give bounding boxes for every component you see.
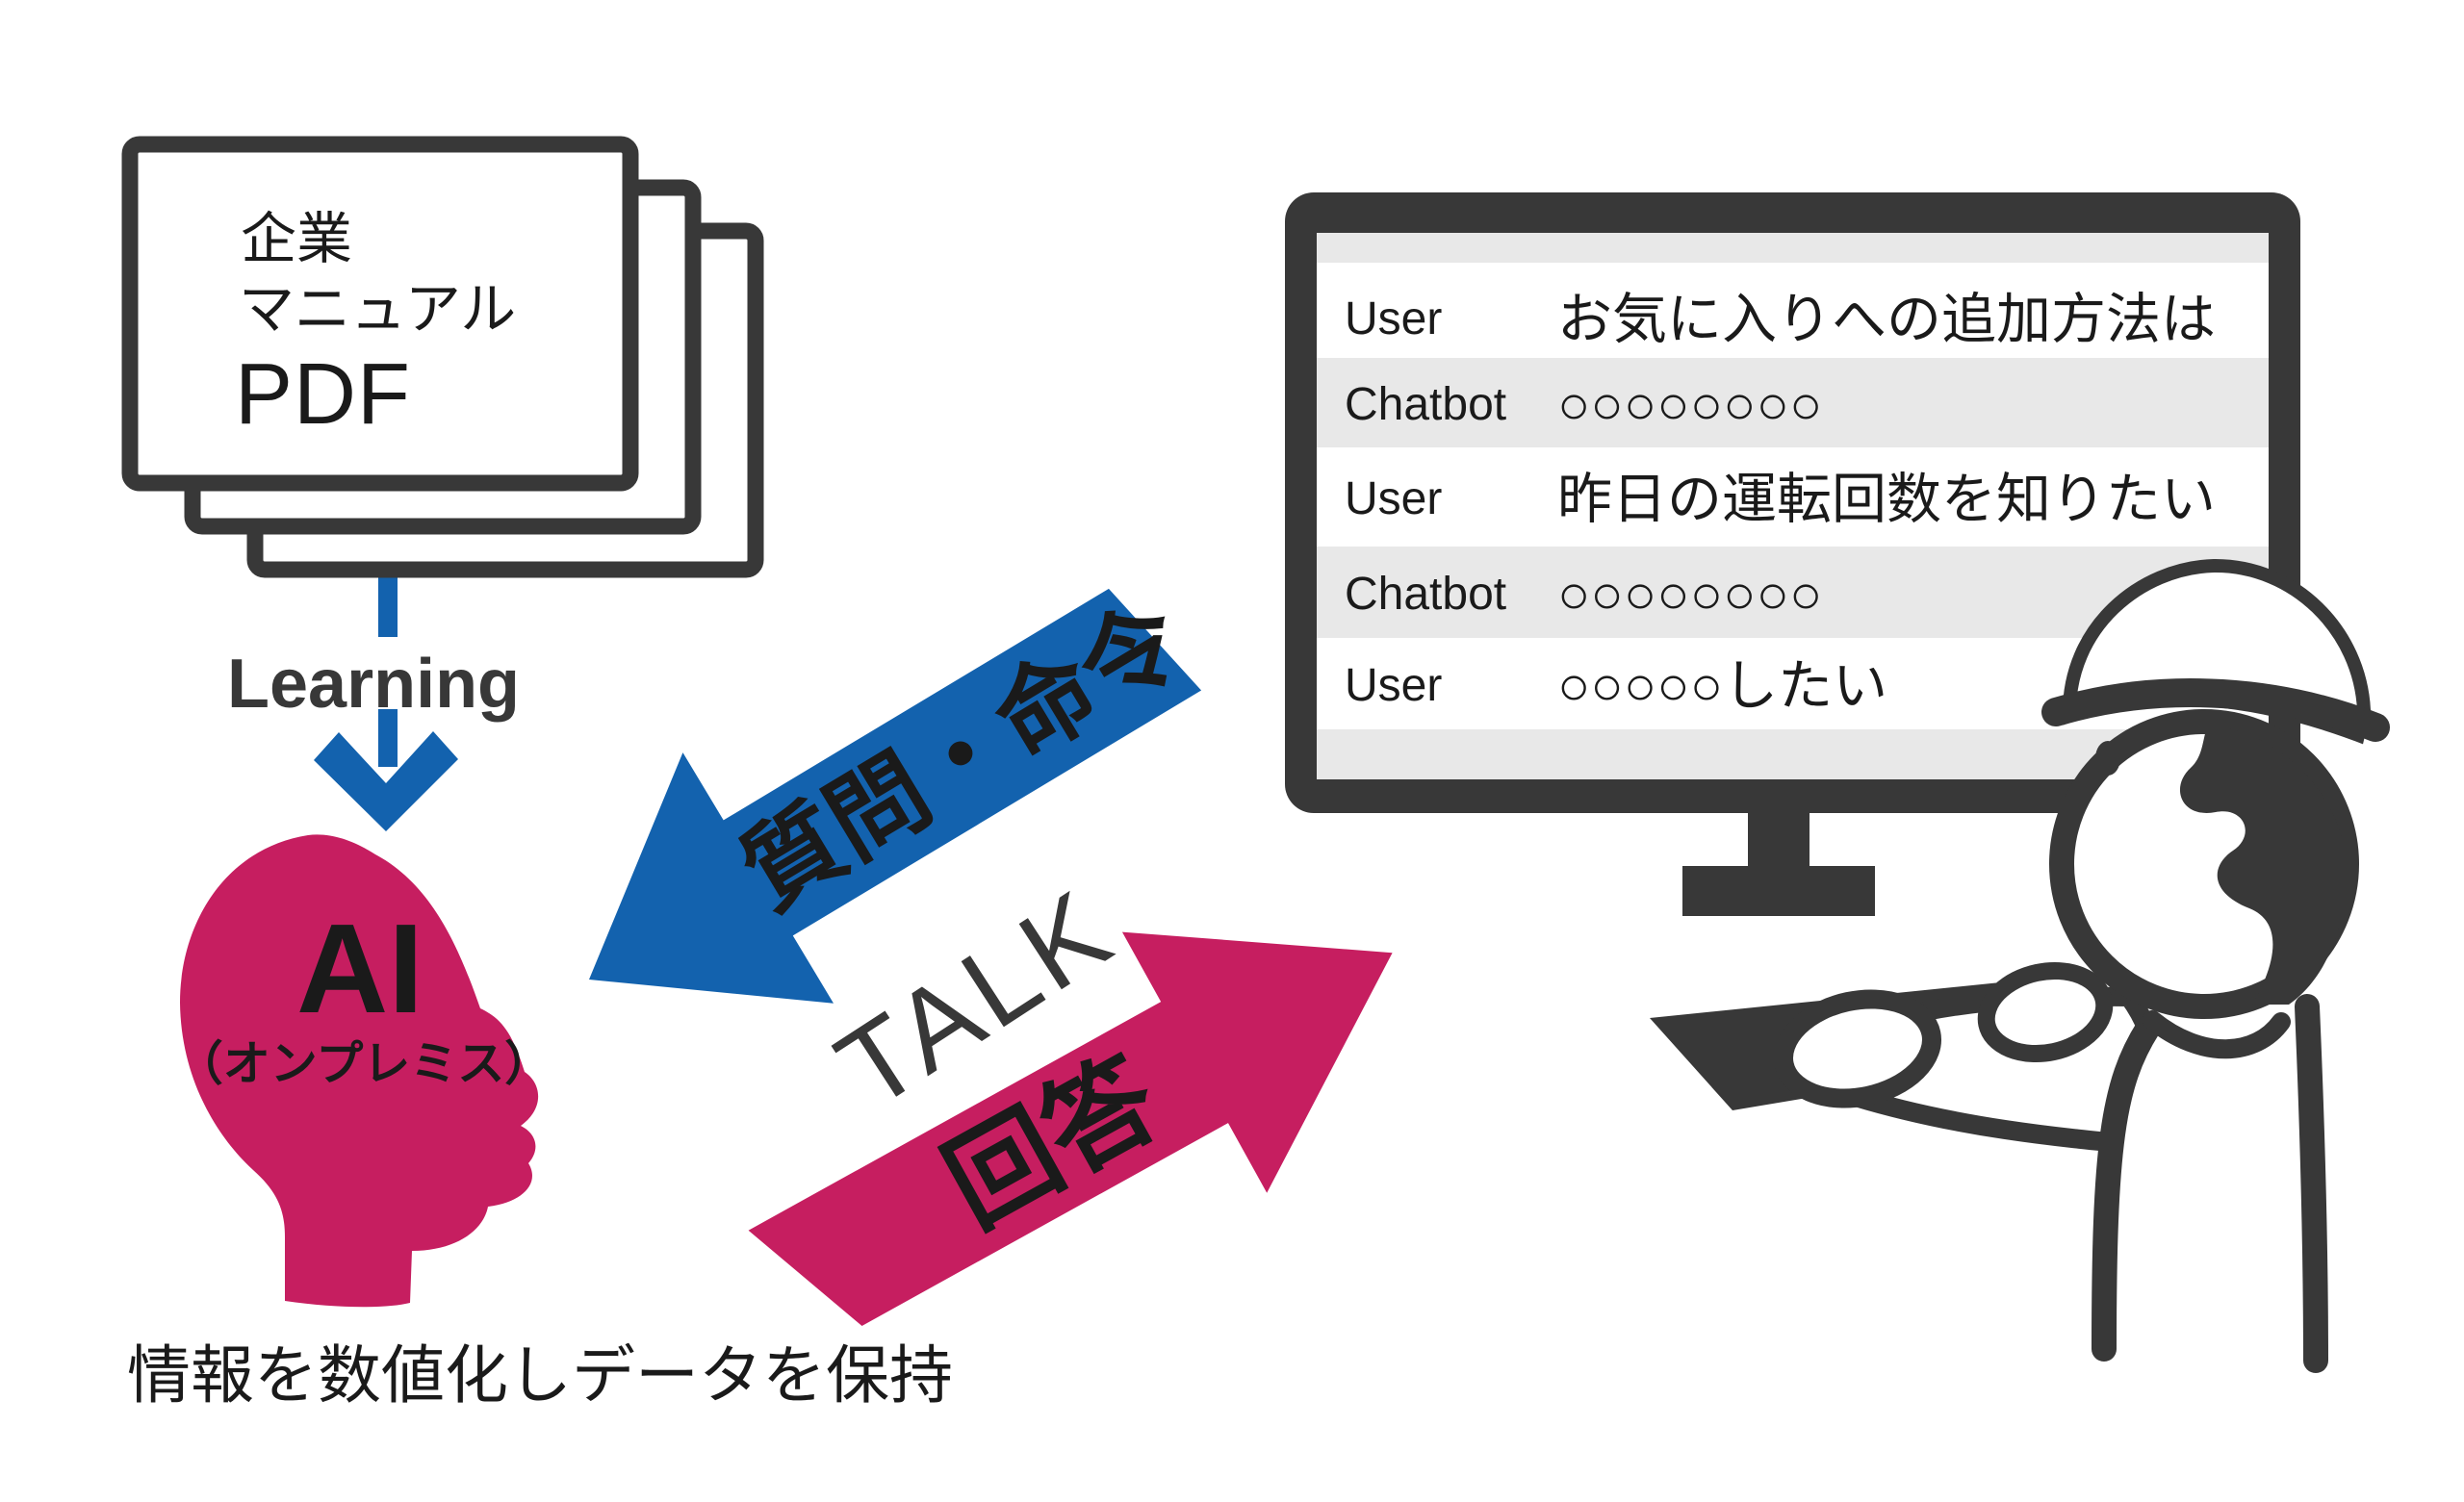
chat-message: ○○○○○○○○ <box>1557 374 1822 436</box>
document-stack: 企業 マニュアル PDF <box>121 136 764 578</box>
doc-title-line3: PDF <box>235 346 411 443</box>
ai-sublabel: （オンプレミス） <box>176 1038 552 1090</box>
worker-collar <box>2143 1010 2291 1059</box>
learning-label: Learning <box>227 646 520 723</box>
chat-speaker: Chatbot <box>1345 569 1506 620</box>
chat-speaker: Chatbot <box>1345 379 1506 430</box>
worker-glove-far <box>1773 989 1942 1108</box>
chat-message: 昨日の運転回数を知りたい <box>1557 469 2216 530</box>
monitor-stand-neck <box>1748 813 1810 867</box>
worker-hair <box>2179 726 2348 1005</box>
chat-row: User お気に入りへの追加方法は <box>1345 289 2216 350</box>
worker-body-back-line <box>2295 994 2328 1373</box>
question-arrow-label: 質問・命令 <box>724 582 1202 929</box>
chat-row: Chatbot ○○○○○○○○ <box>1345 374 1822 436</box>
learning-arrowhead-icon <box>314 731 458 831</box>
worker-body <box>2104 1016 2316 1366</box>
worker-glove-near <box>1977 961 2114 1063</box>
doc-page-front <box>121 136 639 492</box>
chat-speaker: User <box>1345 660 1442 711</box>
chat-row: User 昨日の運転回数を知りたい <box>1345 469 2216 530</box>
ai-label: AI <box>296 898 424 1039</box>
learning-arrow-shaft-bottom <box>378 709 398 767</box>
ai-head-silhouette <box>180 834 539 1308</box>
doc-title-line2: マニュアル <box>239 278 516 341</box>
answer-arrow-shape <box>748 931 1393 1327</box>
chat-row: User ○○○○○したい <box>1345 655 1887 717</box>
chat-row: Chatbot ○○○○○○○○ <box>1345 564 1822 625</box>
question-arrow-shape <box>589 588 1202 1004</box>
ai-head: AI （オンプレミス） <box>176 834 552 1308</box>
screen-top-strip <box>1317 233 2269 263</box>
worker-helmet-brim <box>2041 678 2390 742</box>
monitor: User お気に入りへの追加方法は Chatbot ○○○○○○○○ User … <box>1285 192 2300 916</box>
chat-message: ○○○○○○○○ <box>1557 564 1822 625</box>
worker-eye-icon <box>2095 741 2120 776</box>
chat-message: ○○○○○したい <box>1557 655 1887 717</box>
doc-title-line1: 企業 <box>241 208 352 270</box>
chat-log: User お気に入りへの追加方法は Chatbot ○○○○○○○○ User … <box>1345 289 2216 717</box>
worker-body-front-line <box>2092 1015 2161 1362</box>
chat-speaker: User <box>1345 293 1442 344</box>
worker <box>1650 558 2390 1373</box>
monitor-stand-base <box>1682 866 1875 916</box>
chat-row-2-bg <box>1317 358 2269 447</box>
chat-message: お気に入りへの追加方法は <box>1557 289 2216 350</box>
chat-speaker: User <box>1345 473 1442 524</box>
ai-caption: 情報を数値化しデータを保持 <box>127 1339 953 1411</box>
